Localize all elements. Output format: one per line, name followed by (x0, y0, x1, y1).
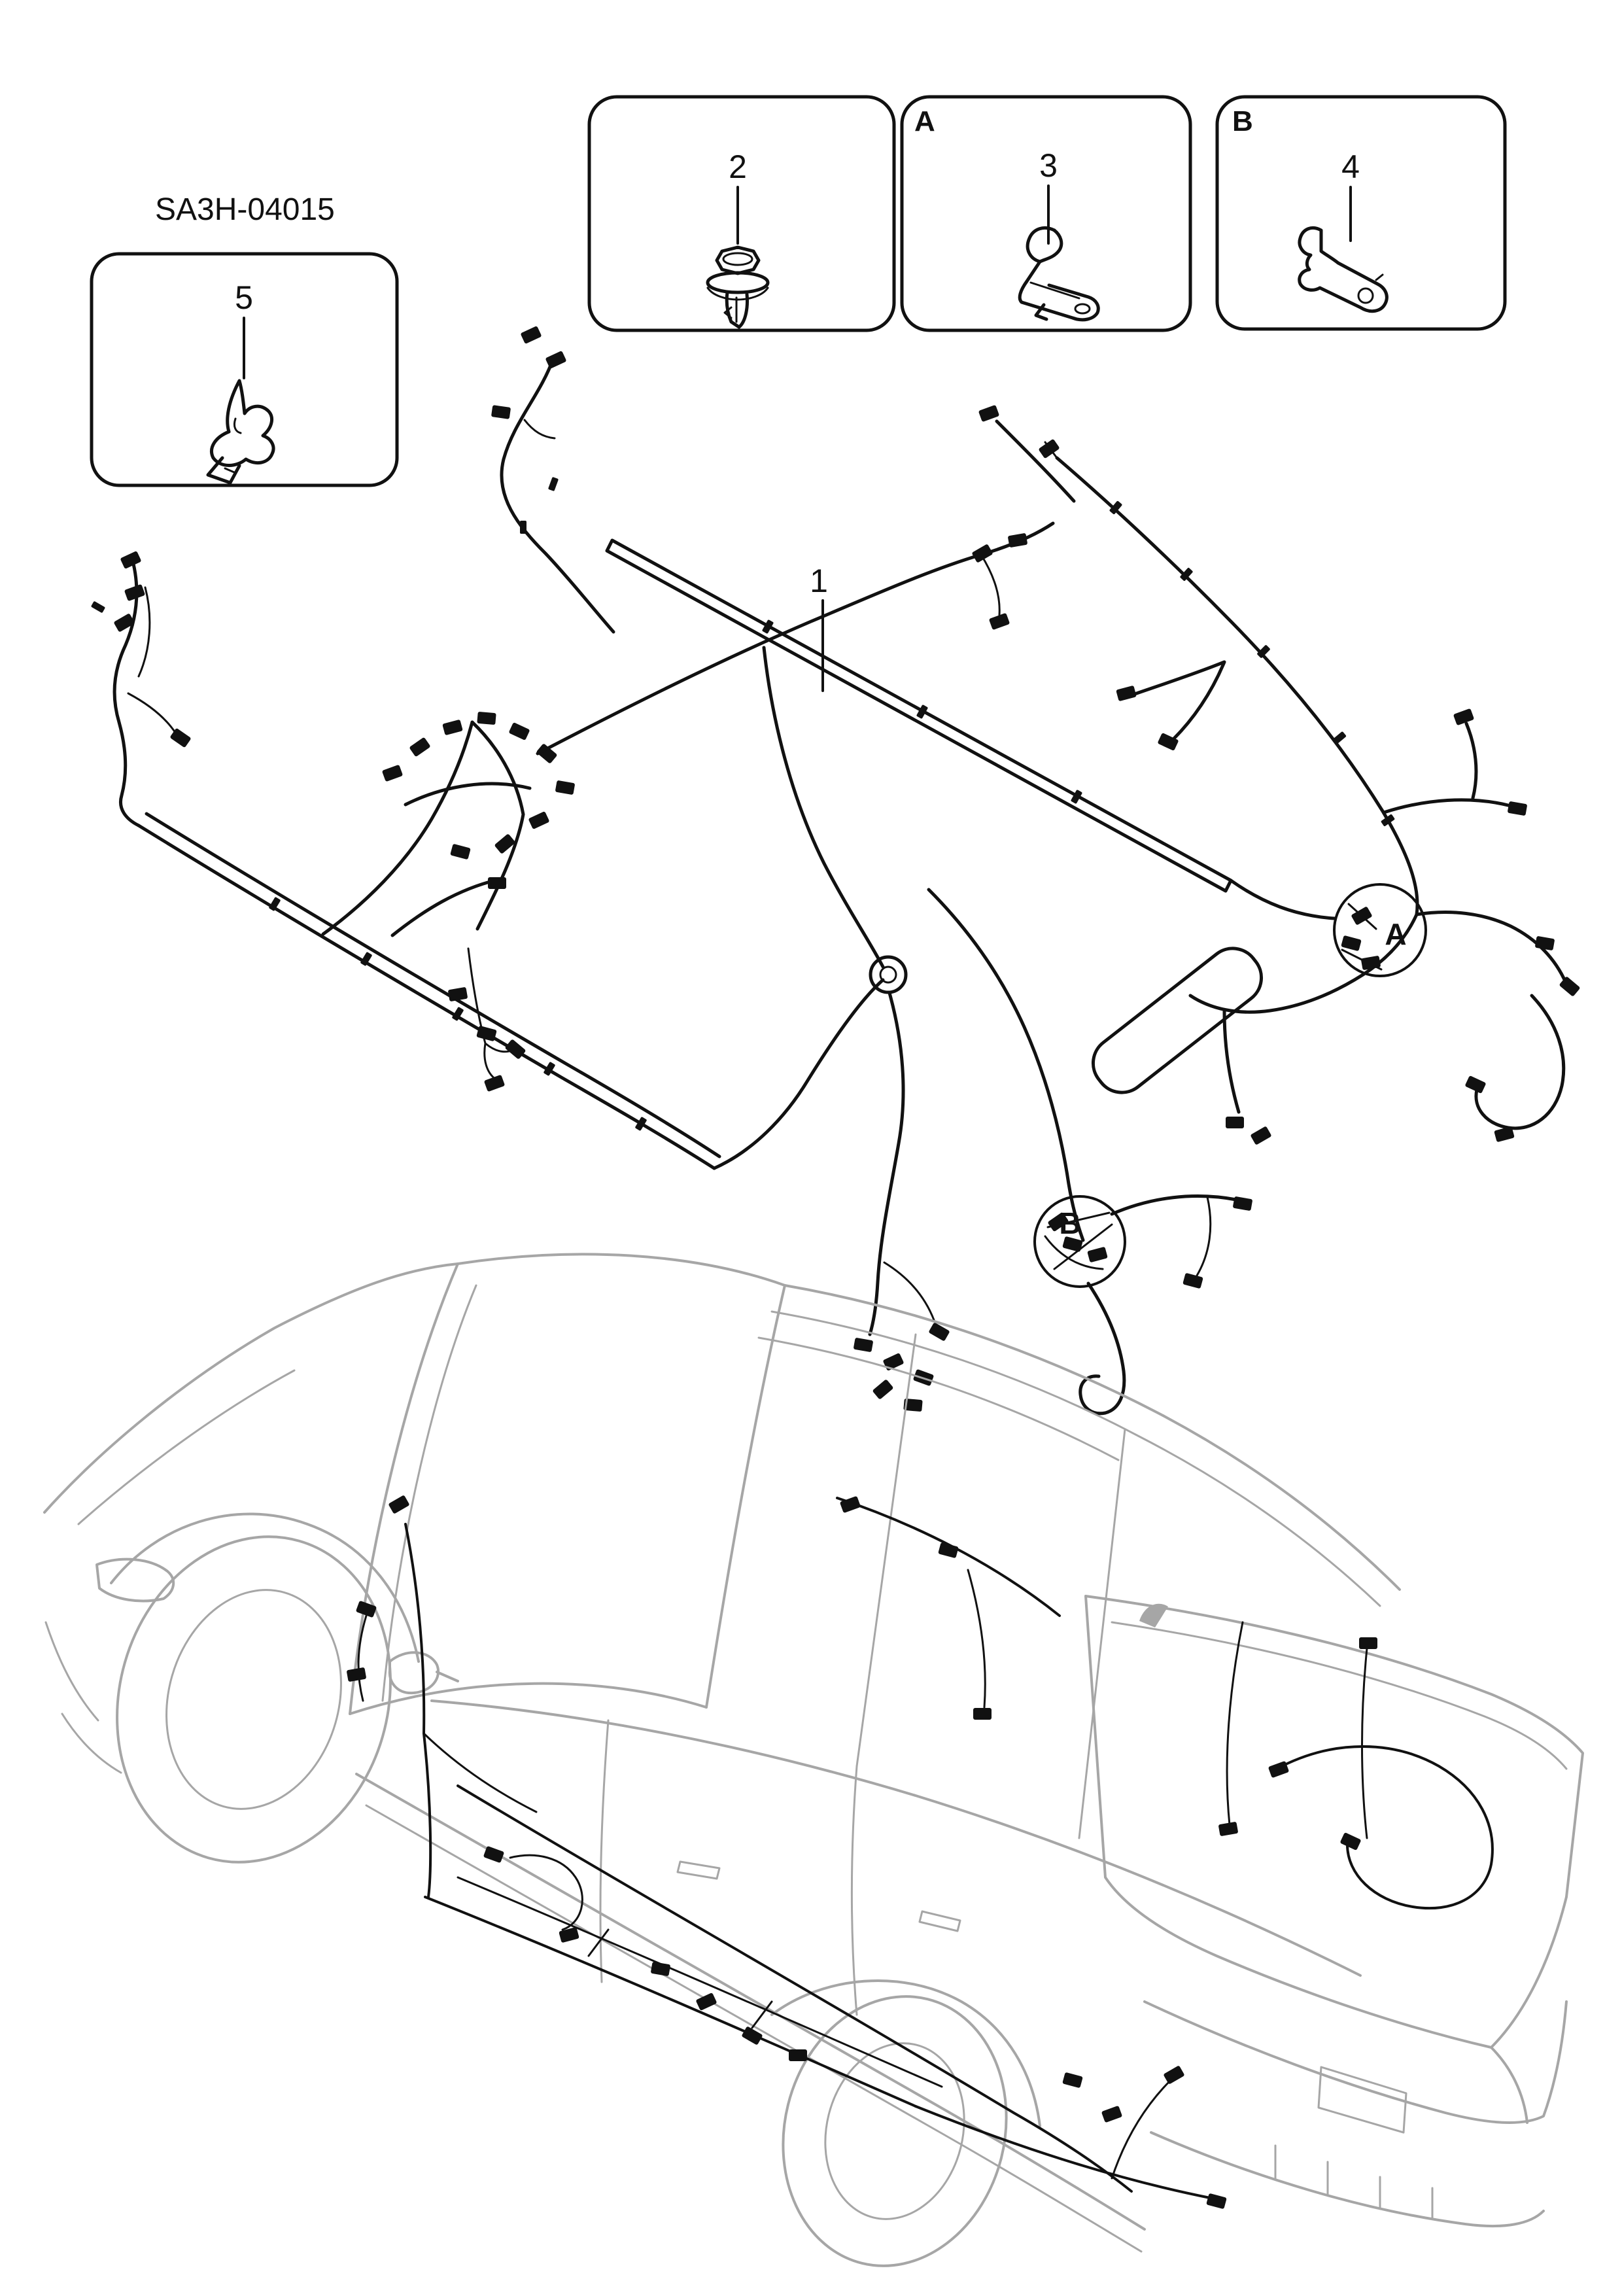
vehicle-harness-drawing (346, 1495, 1494, 2210)
part-box-2: 2 (587, 95, 896, 332)
part-box-b: B 4 (1215, 95, 1507, 331)
harness-item-label: 1 (810, 563, 828, 599)
part-box-a-frame (900, 95, 1192, 332)
wiring-harness-drawing: 1 (90, 325, 1581, 1416)
callout-letter-b: B (1059, 1206, 1080, 1240)
callout-letter-a: A (1385, 917, 1406, 951)
part-number-2: 2 (729, 148, 747, 185)
part-number-5: 5 (235, 279, 253, 316)
part-number-3: 3 (1039, 147, 1058, 184)
vehicle-body-drawing (43, 1253, 1584, 2267)
part-box-a: A 3 (900, 95, 1192, 332)
part-number-4: 4 (1341, 148, 1360, 185)
wiring-bracket-b-drawing (1298, 226, 1389, 313)
wiring-bracket-a-drawing (1018, 226, 1100, 322)
part-box-5: 5 (90, 252, 399, 487)
push-bolt-clip-drawing (706, 245, 770, 329)
diagram-code: SA3H-04015 (155, 192, 335, 227)
part-box-2-frame (587, 95, 896, 332)
mounting-clip-drawing (206, 379, 275, 485)
box-letter-b: B (1232, 105, 1253, 137)
callout-circle-b: B (1033, 1195, 1126, 1288)
box-letter-a: A (914, 105, 935, 137)
callout-circle-a: A (1333, 883, 1427, 977)
part-box-b-frame (1215, 95, 1507, 331)
part-box-5-frame (90, 252, 399, 487)
